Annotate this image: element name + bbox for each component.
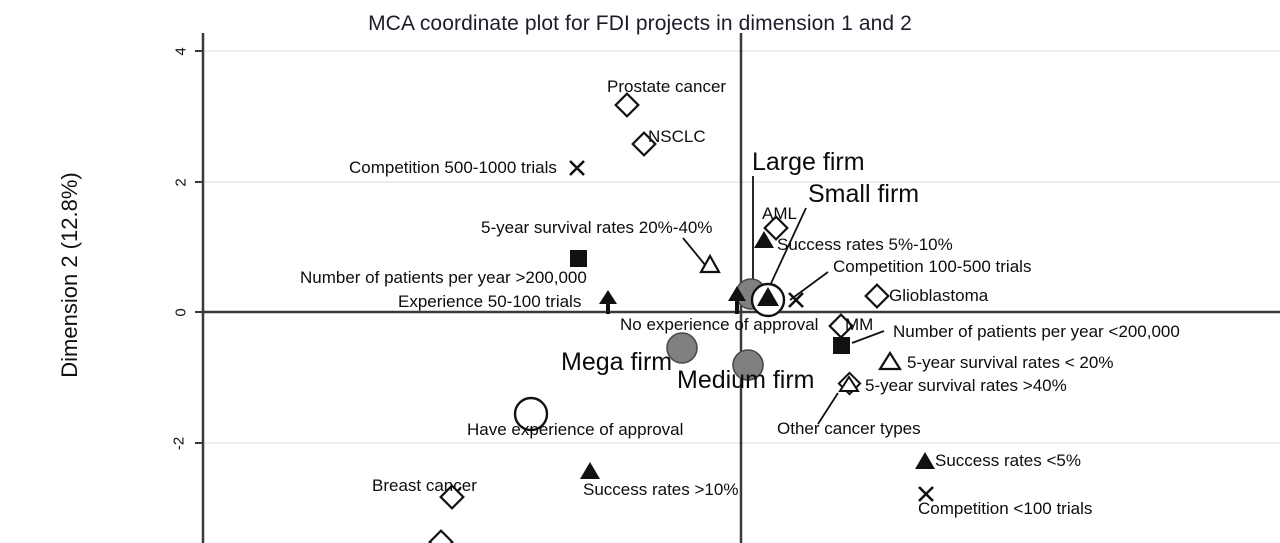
label-patients-gt-200k: Number of patients per year >200,000	[300, 268, 587, 287]
label-no-experience-approval: No experience of approval	[620, 315, 819, 334]
marker-success-lt-5	[915, 452, 935, 469]
leader-small-firm	[766, 207, 807, 293]
data-markers	[428, 92, 935, 543]
label-nsclc: NSCLC	[648, 127, 706, 146]
label-success-gt-10: Success rates >10%	[583, 480, 739, 499]
marker-glioblastoma	[864, 283, 890, 309]
label-experience-50-100: Experience 50-100 trials	[398, 292, 582, 311]
leader-patients-lt-200k	[851, 330, 885, 344]
label-small-firm: Small firm	[808, 180, 920, 208]
marker-competition-lt-100	[918, 486, 934, 502]
marker-clipped-bottom	[428, 529, 454, 543]
marker-nsclc	[631, 131, 657, 157]
label-competition-500-1000: Competition 500-1000 trials	[349, 158, 557, 177]
leader-competition-100-500	[789, 271, 829, 301]
marker-competition-500-1000	[569, 160, 585, 176]
label-survival-20-40: 5-year survival rates 20%-40%	[481, 218, 713, 237]
marker-small-firm-triangle	[757, 287, 779, 306]
marker-have-experience-approval	[513, 396, 549, 432]
label-survival-gt-40: 5-year survival rates >40%	[865, 376, 1067, 395]
leader-lines	[451, 176, 885, 498]
label-large-firm: Large firm	[752, 148, 865, 176]
marker-mm	[828, 313, 854, 339]
label-competition-lt-100: Competition <100 trials	[918, 499, 1093, 518]
label-patients-lt-200k: Number of patients per year <200,000	[893, 322, 1180, 341]
label-prostate-cancer: Prostate cancer	[607, 77, 727, 96]
marker-experience-50-100	[599, 290, 617, 314]
marker-patients-lt-200k	[833, 337, 850, 354]
marker-survival-lt-20	[878, 350, 902, 371]
label-have-experience-approval: Have experience of approval	[467, 420, 684, 439]
label-mm: MM	[845, 315, 874, 334]
leader-other-cancer-types	[817, 392, 839, 425]
label-aml: AML	[762, 204, 797, 223]
label-medium-firm: Medium firm	[677, 366, 815, 394]
label-breast-cancer: Breast cancer	[372, 476, 477, 495]
marker-success-gt-10	[580, 462, 600, 479]
marker-survival-gt-40	[837, 371, 862, 396]
marker-competition-100-500	[788, 292, 804, 308]
label-success-lt-5: Success rates <5%	[935, 451, 1081, 470]
marker-no-experience-approval	[728, 286, 746, 314]
marker-success-5-10	[754, 231, 774, 248]
marker-patients-gt-200k	[570, 250, 587, 267]
label-survival-lt-20: 5-year survival rates < 20%	[907, 353, 1114, 372]
label-mega-firm: Mega firm	[561, 348, 673, 376]
chart-title: MCA coordinate plot for FDI projects in …	[368, 12, 912, 35]
label-glioblastoma: Glioblastoma	[889, 286, 989, 305]
marker-survival-20-40	[699, 253, 721, 274]
marker-aml	[763, 215, 789, 241]
label-competition-100-500: Competition 100-500 trials	[833, 257, 1032, 276]
label-success-5-10: Success rates 5%-10%	[777, 235, 953, 254]
marker-breast-cancer	[439, 484, 465, 510]
marker-medium-firm	[732, 349, 764, 381]
label-other-cancer-types: Other cancer types	[777, 419, 921, 438]
leader-survival-20-40	[682, 237, 707, 267]
marker-mega-firm	[666, 332, 698, 364]
marker-prostate-cancer	[614, 92, 640, 118]
